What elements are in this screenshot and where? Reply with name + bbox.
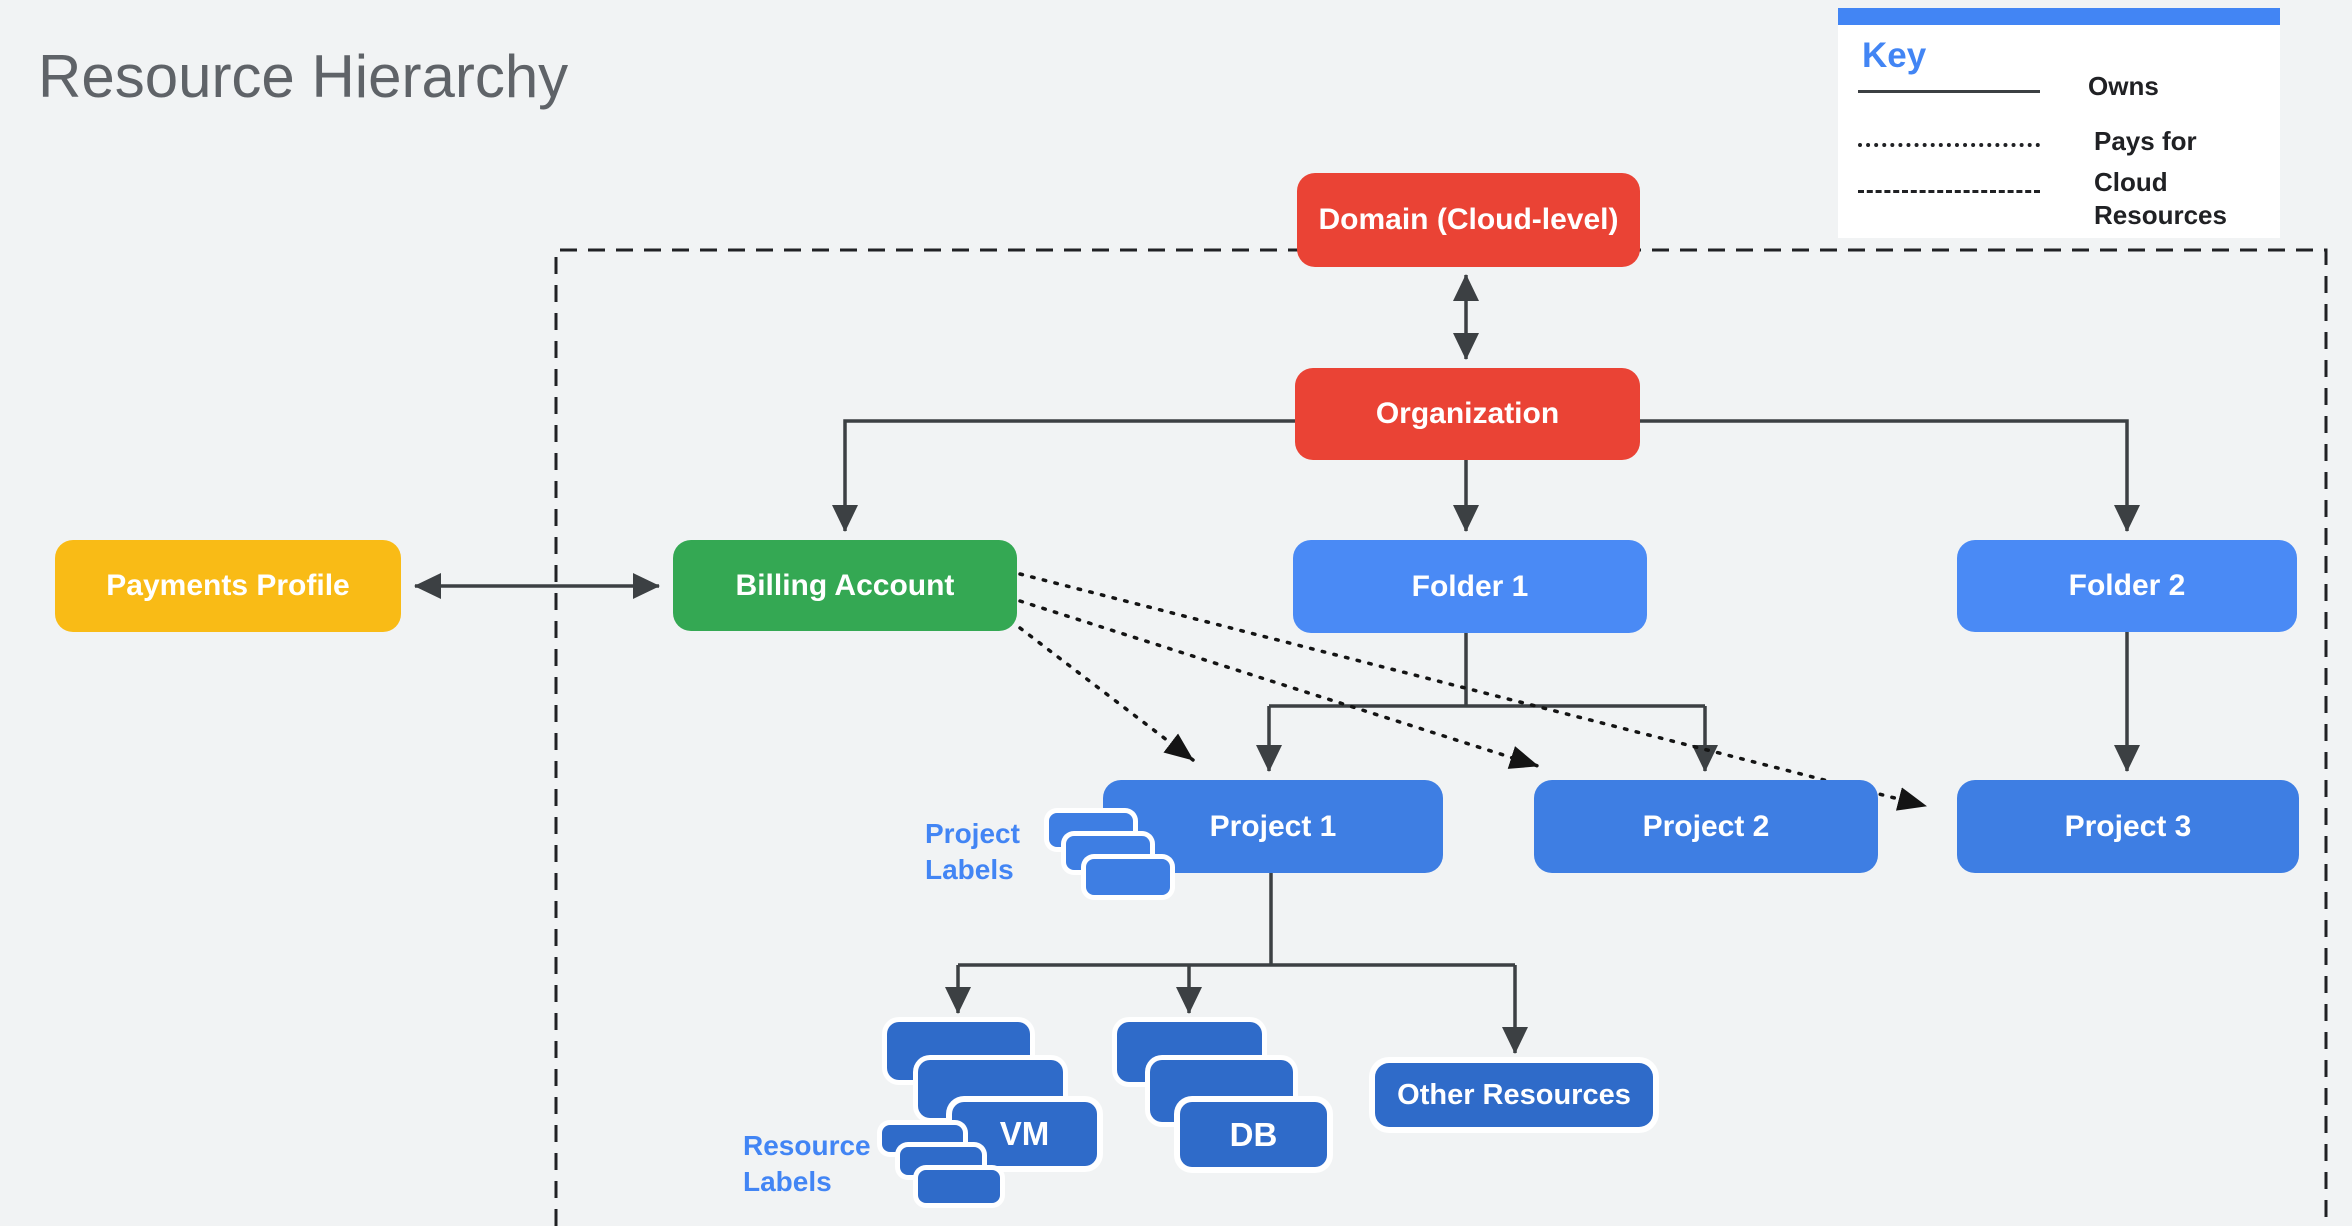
node-domain: Domain (Cloud-level) <box>1297 173 1640 267</box>
legend-cloud-resources-line-sample <box>1858 190 2040 193</box>
edge-folder1-split <box>1269 633 1705 708</box>
legend-owns-line-sample <box>1858 90 2040 93</box>
legend: Key Owns Pays for Cloud Resources <box>1838 8 2280 238</box>
project-labels-note: Project Labels <box>925 818 1020 885</box>
page-title: Resource Hierarchy <box>38 43 569 110</box>
legend-title: Key <box>1862 36 1927 75</box>
node-db: DB <box>1180 1102 1327 1167</box>
edge-project1-split <box>958 873 1515 967</box>
node-folder-2: Folder 2 <box>1957 540 2297 632</box>
legend-pays-for-label: Pays for <box>2094 126 2197 156</box>
resource-label-chip <box>918 1170 1000 1203</box>
project-label-chip <box>1086 859 1170 895</box>
edge-billing-pays-project3 <box>1018 572 1928 811</box>
legend-header-bar <box>1838 8 2280 25</box>
node-billing-account: Billing Account <box>673 540 1017 631</box>
node-project-1: Project 1 <box>1103 780 1443 873</box>
edge-organization-folder2 <box>1640 419 2140 532</box>
edge-organization-billing-account <box>832 419 1295 532</box>
node-payments-profile: Payments Profile <box>55 540 401 632</box>
legend-owns-label: Owns <box>2088 71 2159 101</box>
node-project-2: Project 2 <box>1534 780 1878 873</box>
node-other-resources: Other Resources <box>1375 1063 1653 1127</box>
resource-labels-note: Resource Labels <box>743 1130 871 1197</box>
legend-cloud-resources-label: Cloud Resources <box>2094 167 2227 230</box>
edge-billing-pays-project1 <box>1018 626 1195 762</box>
node-organization: Organization <box>1295 368 1640 460</box>
node-project-3: Project 3 <box>1957 780 2299 873</box>
legend-pays-for-line-sample <box>1858 143 2040 147</box>
node-folder-1: Folder 1 <box>1293 540 1647 633</box>
